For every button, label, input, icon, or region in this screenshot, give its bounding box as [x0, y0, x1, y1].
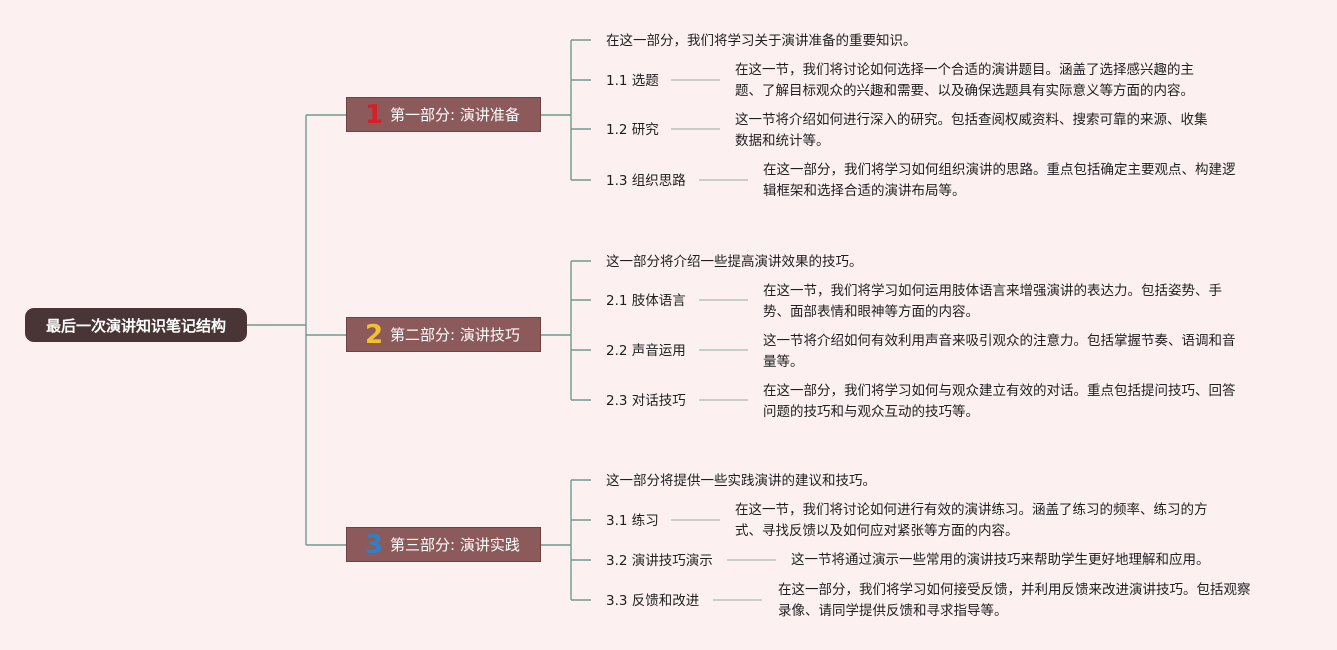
section-node-1[interactable]: 1 第一部分: 演讲准备	[346, 97, 541, 132]
subsection-2-2[interactable]: 2.2 声音运用	[606, 343, 686, 359]
section-node-3[interactable]: 3 第三部分: 演讲实践	[346, 527, 541, 562]
subsection-3-2[interactable]: 3.2 演讲技巧演示	[606, 553, 713, 569]
section-label: 第三部分: 演讲实践	[390, 536, 520, 554]
subsection-1-2-desc: 这一节将介绍如何进行深入的研究。包括查阅权威资料、搜索可靠的来源、收集 数据和统…	[735, 112, 1208, 149]
section-label: 第一部分: 演讲准备	[390, 106, 520, 124]
subsection-3-1[interactable]: 3.1 练习	[606, 513, 659, 529]
section-label: 第二部分: 演讲技巧	[390, 326, 520, 344]
number-1-icon: 1	[364, 99, 384, 130]
subsection-2-1[interactable]: 2.1 肢体语言	[606, 293, 686, 309]
subsection-1-1[interactable]: 1.1 选题	[606, 73, 659, 89]
section-1-intro: 在这一部分，我们将学习关于演讲准备的重要知识。	[606, 33, 917, 49]
number-2-icon: 2	[364, 319, 384, 350]
subsection-3-1-desc: 在这一节，我们将讨论如何进行有效的演讲练习。涵盖了练习的频率、练习的方 式、寻找…	[735, 502, 1208, 539]
subsection-3-3[interactable]: 3.3 反馈和改进	[606, 593, 700, 609]
section-2-intro: 这一部分将介绍一些提高演讲效果的技巧。	[606, 254, 863, 270]
subsection-3-3-desc: 在这一部分，我们将学习如何接受反馈，并利用反馈来改进演讲技巧。包括观察 录像、请…	[778, 582, 1251, 619]
root-label: 最后一次演讲知识笔记结构	[45, 316, 226, 335]
subsection-1-1-desc: 在这一节，我们将讨论如何选择一个合适的演讲题目。涵盖了选择感兴趣的主 题、了解目…	[735, 62, 1194, 99]
section-node-2[interactable]: 2 第二部分: 演讲技巧	[346, 317, 541, 352]
subsection-2-3[interactable]: 2.3 对话技巧	[606, 393, 686, 409]
subsection-1-3-desc: 在这一部分，我们将学习如何组织演讲的思路。重点包括确定主要观点、构建逻 辑框架和…	[763, 162, 1236, 199]
subsection-2-3-desc: 在这一部分，我们将学习如何与观众建立有效的对话。重点包括提问技巧、回答 问题的技…	[763, 383, 1236, 420]
subsection-2-1-desc: 在这一节，我们将学习如何运用肢体语言来增强演讲的表达力。包括姿势、手 势、面部表…	[763, 283, 1222, 320]
subsection-3-2-desc: 这一节将通过演示一些常用的演讲技巧来帮助学生更好地理解和应用。	[791, 552, 1210, 568]
section-3-intro: 这一部分将提供一些实践演讲的建议和技巧。	[606, 473, 876, 489]
number-3-icon: 3	[364, 529, 384, 560]
subsection-1-2[interactable]: 1.2 研究	[606, 122, 659, 138]
subsection-1-3[interactable]: 1.3 组织思路	[606, 173, 686, 189]
root-node[interactable]: 最后一次演讲知识笔记结构	[25, 308, 247, 342]
subsection-2-2-desc: 这一节将介绍如何有效利用声音来吸引观众的注意力。包括掌握节奏、语调和音 量等。	[763, 333, 1236, 370]
